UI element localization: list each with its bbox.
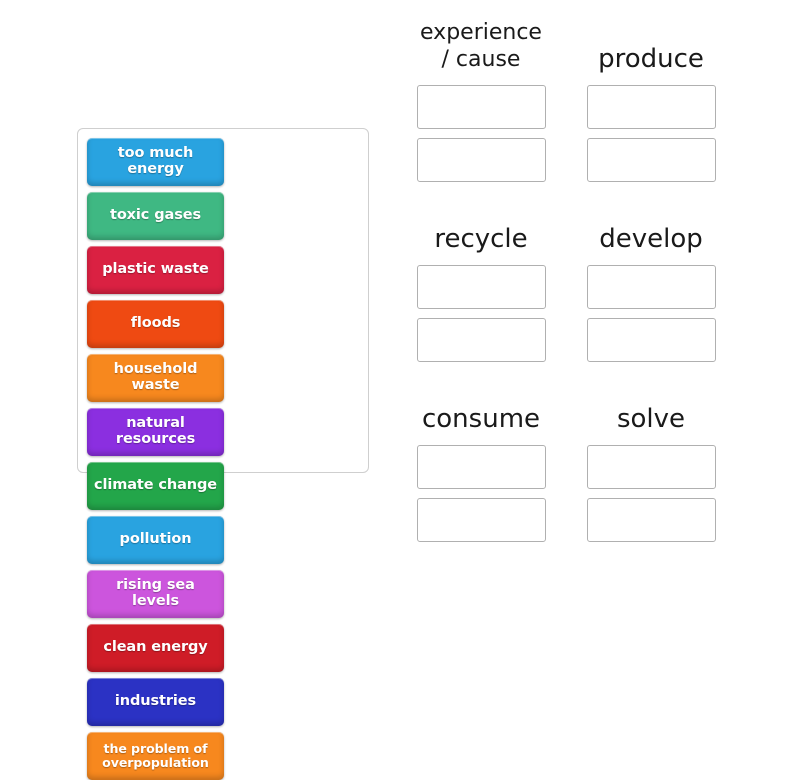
answer-drop-slot[interactable] (586, 85, 716, 129)
category-column: solve (566, 374, 736, 554)
category-column: consume (396, 374, 566, 554)
word-tile[interactable]: too much energy (87, 138, 224, 186)
word-tile[interactable]: clean energy (87, 624, 224, 672)
word-tile[interactable]: the problem of overpopulation (87, 732, 224, 780)
answer-drop-slot[interactable] (586, 265, 716, 309)
category-title: recycle (434, 224, 528, 255)
answer-drop-slot[interactable] (586, 445, 716, 489)
category-title: develop (599, 224, 703, 255)
word-tile[interactable]: toxic gases (87, 192, 224, 240)
answer-drop-slot[interactable] (586, 318, 716, 362)
category-title: solve (616, 404, 686, 435)
word-tile[interactable]: rising sea levels (87, 570, 224, 618)
answer-drop-slot[interactable] (416, 498, 546, 542)
category-column: recycle (396, 194, 566, 374)
category-title: produce (598, 44, 704, 75)
category-column: develop (566, 194, 736, 374)
word-tile[interactable]: plastic waste (87, 246, 224, 294)
word-tile[interactable]: household waste (87, 354, 224, 402)
category-column: experience / cause (396, 14, 566, 194)
word-tile-tray: too much energy toxic gases plastic waste f… (77, 128, 369, 780)
answer-drop-slot[interactable] (586, 498, 716, 542)
category-answer-grid: experience / cause produce recycle develop c… (396, 14, 736, 554)
answer-drop-slot[interactable] (416, 85, 546, 129)
word-tile[interactable]: floods (87, 300, 224, 348)
category-column: produce (566, 14, 736, 194)
answer-drop-slot[interactable] (416, 138, 546, 182)
word-tile[interactable]: pollution (87, 516, 224, 564)
category-title: experience / cause (420, 20, 542, 73)
answer-drop-slot[interactable] (416, 265, 546, 309)
word-tile[interactable]: industries (87, 678, 224, 726)
category-title: consume (421, 404, 541, 435)
word-tile[interactable]: natural resources (87, 408, 224, 456)
answer-drop-slot[interactable] (416, 445, 546, 489)
answer-drop-slot[interactable] (416, 318, 546, 362)
word-tile[interactable]: climate change (87, 462, 224, 510)
answer-drop-slot[interactable] (586, 138, 716, 182)
